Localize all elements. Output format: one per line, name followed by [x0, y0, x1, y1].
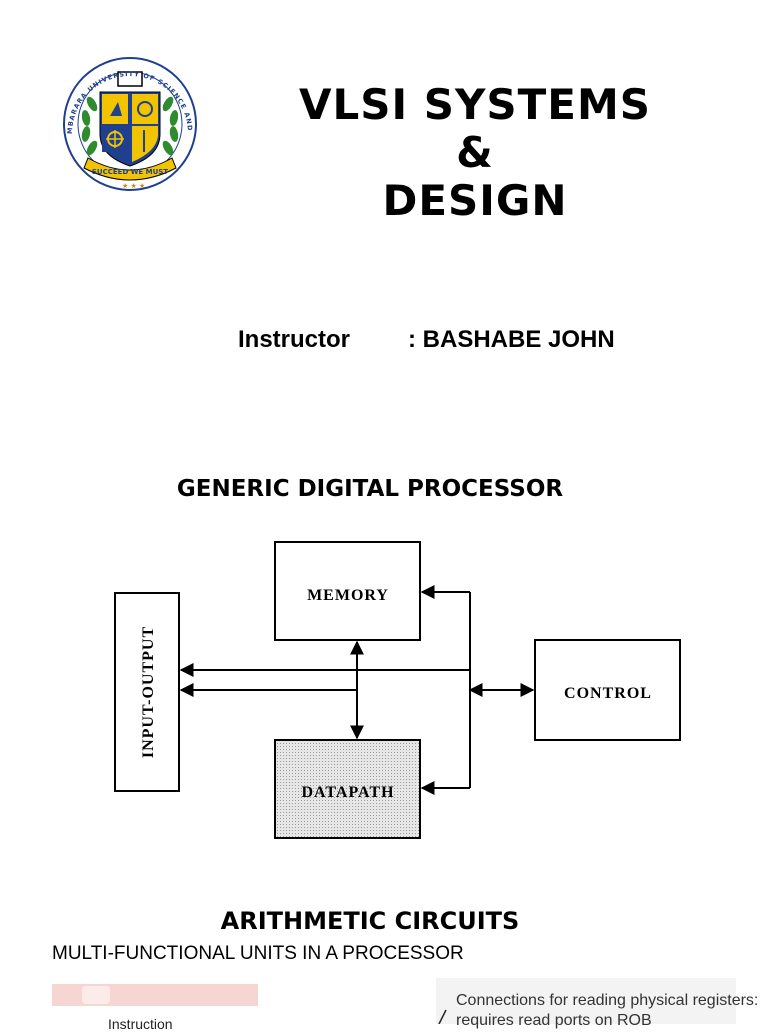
io-block — [114, 592, 180, 792]
arithmetic-heading: ARITHMETIC CIRCUITS — [220, 907, 520, 935]
title-line-2: & — [456, 128, 494, 177]
figure-note-line-1: Connections for reading physical registe… — [456, 992, 759, 1009]
io-label: INPUT-OUTPUT — [140, 626, 157, 758]
processor-block-diagram: MEMORY DATAPATH CONTROL INPUT-OUTPUT — [114, 541, 681, 839]
instructor-value: : BASHABE JOHN — [408, 326, 615, 353]
laurel-left-icon — [81, 96, 98, 156]
figure-note-line-2: requires read ports on ROB — [456, 1012, 652, 1029]
figure-instruction-label: Instruction — [108, 1016, 173, 1032]
control-block — [534, 639, 681, 741]
figure-red-marker — [82, 986, 110, 1004]
arithmetic-subheading: MULTI-FUNCTIONAL UNITS IN A PROCESSOR — [52, 943, 464, 964]
university-logo: SUCCEED WE MUST ★ ★ ★ MBARARA UNIVERSITY… — [52, 54, 197, 191]
datapath-block — [274, 739, 421, 839]
memory-block — [274, 541, 421, 641]
bottom-figure — [0, 978, 768, 1024]
laurel-right-icon — [162, 96, 179, 156]
control-label: CONTROL — [564, 685, 652, 702]
title-line-1: VLSI SYSTEMS — [298, 80, 652, 129]
datapath-label: DATAPATH — [301, 784, 394, 801]
svg-text:★ ★ ★: ★ ★ ★ — [122, 182, 145, 190]
memory-label: MEMORY — [307, 587, 389, 604]
figure-pointer-line — [438, 1009, 447, 1024]
diagram-heading: GENERIC DIGITAL PROCESSOR — [176, 476, 564, 502]
title-line-3: DESIGN — [382, 176, 568, 225]
instructor-label: Instructor — [238, 326, 351, 353]
figure-gray-panel — [436, 978, 736, 1024]
logo-motto: SUCCEED WE MUST — [92, 168, 168, 176]
